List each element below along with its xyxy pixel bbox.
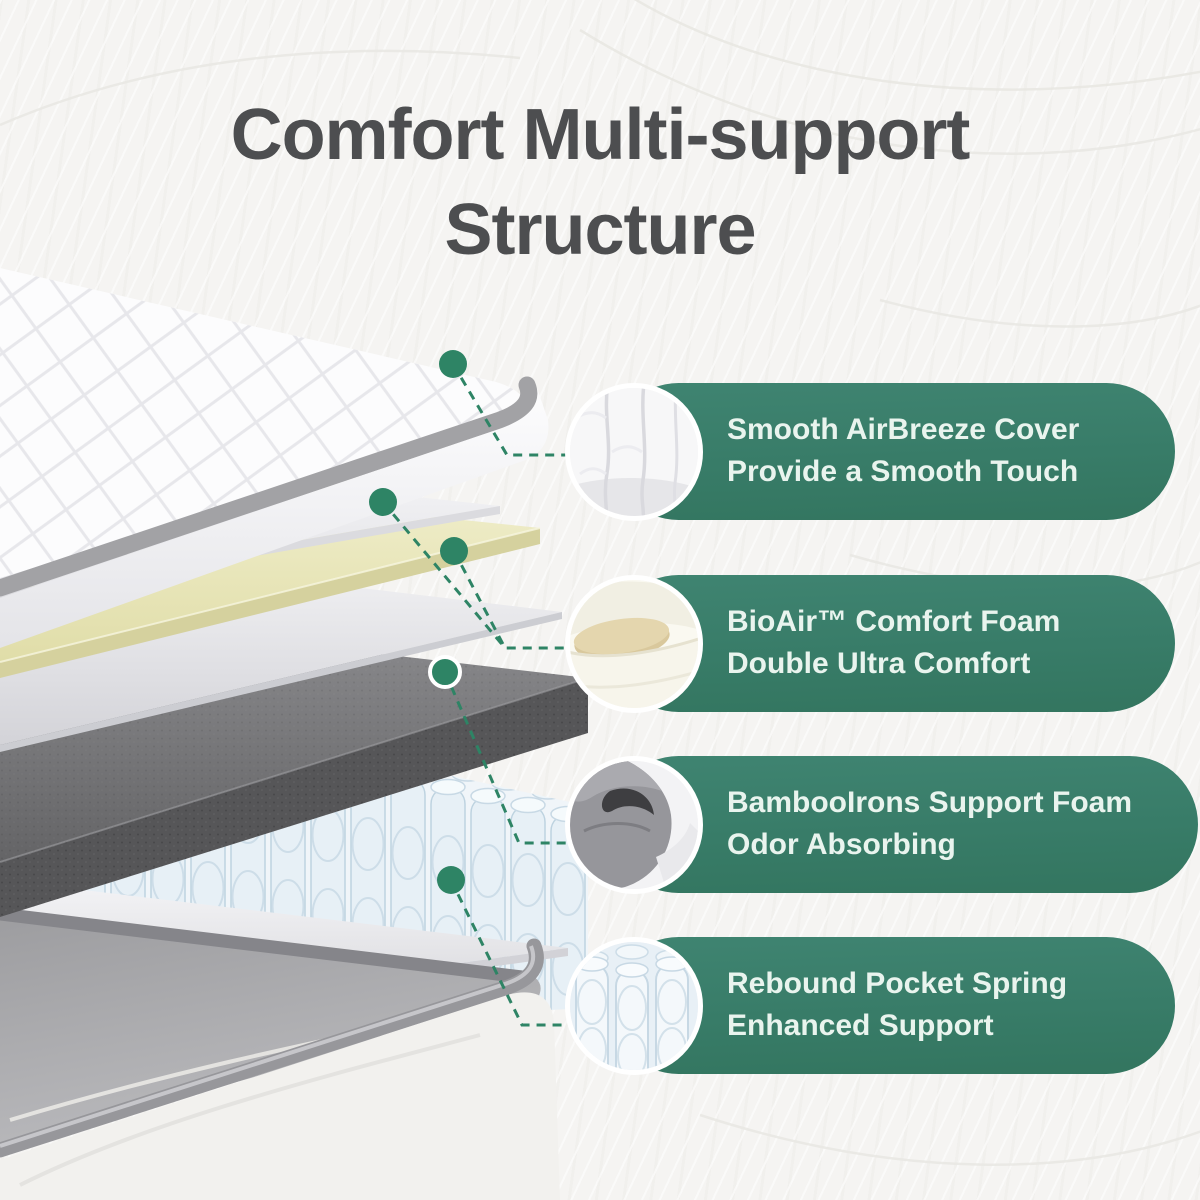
callout-line-1: BioAir™ Comfort Foam [727,604,1061,638]
callout-line-2: Enhanced Support [727,1009,994,1043]
callout-connectors [381,363,572,1027]
callout-text: BioAir™ Comfort Foam Double Ultra Comfor… [727,601,1060,687]
quilted-cover-layer [0,268,549,648]
title-line-2: Structure [444,190,756,271]
comfort-foam-photo [565,575,703,713]
callout-line-1: BambooIrons Support Foam [727,785,1132,819]
quilted-cover-photo [565,383,703,521]
callout-text: Smooth AirBreeze Cover Provide a Smooth … [727,409,1079,495]
layer-marker-dots [369,350,468,894]
callout-text: Rebound Pocket Spring Enhanced Support [727,963,1067,1049]
callout-pocket-spring: Rebound Pocket Spring Enhanced Support [565,937,1175,1075]
support-foam-photo [565,756,703,894]
callout-pill [610,756,1198,893]
callout-line-1: Rebound Pocket Spring [727,966,1068,1000]
callout-pill [610,383,1175,520]
page-title: Comfort Multi-support Structure [0,88,1200,278]
pocket-spring-photo [565,937,703,1075]
callout-line-2: Provide a Smooth Touch [727,455,1079,489]
callout-line-2: Double Ultra Comfort [727,647,1031,681]
callout-line-2: Odor Absorbing [727,828,956,862]
callout-support-foam: BambooIrons Support Foam Odor Absorbing [565,756,1198,894]
callout-text: BambooIrons Support Foam Odor Absorbing [727,782,1132,868]
mattress-base-layer [0,907,560,1200]
callout-pill [610,575,1175,712]
callout-pill [610,937,1175,1074]
callout-line-1: Smooth AirBreeze Cover [727,412,1080,446]
title-line-1: Comfort Multi-support [230,95,971,175]
callout-comfort-foam: BioAir™ Comfort Foam Double Ultra Comfor… [565,575,1175,713]
callout-cover: Smooth AirBreeze Cover Provide a Smooth … [565,383,1175,521]
